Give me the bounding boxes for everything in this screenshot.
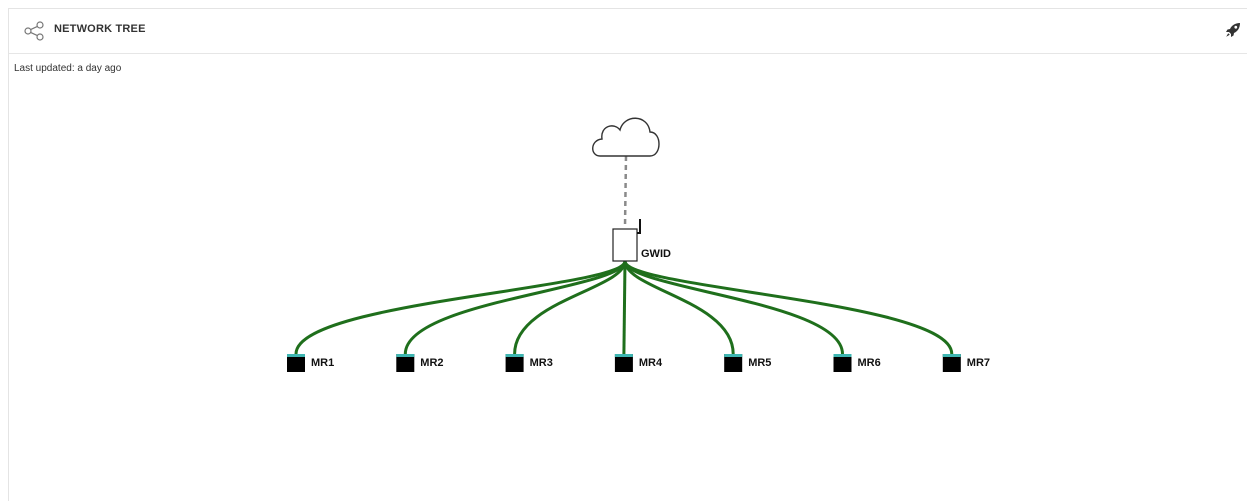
node-label: MR6: [858, 357, 881, 369]
status-accent: [942, 354, 961, 357]
status-accent: [833, 354, 852, 357]
access-point-icon: [396, 354, 415, 372]
node-label: MR5: [748, 357, 771, 369]
access-point-icon: [505, 354, 524, 372]
access-point-icon: [942, 354, 961, 372]
status-accent: [287, 354, 305, 357]
last-updated-text: Last updated: a day ago: [14, 63, 122, 74]
node-mr6[interactable]: MR6: [833, 354, 881, 372]
gateway-node[interactable]: GWID: [612, 219, 671, 262]
node-label: MR2: [420, 357, 443, 369]
node-mr7[interactable]: MR7: [942, 354, 990, 372]
status-accent: [614, 354, 633, 357]
node-label: MR1: [311, 357, 334, 369]
access-point-icon: [614, 354, 633, 372]
gateway-icon: [612, 228, 638, 262]
node-mr4[interactable]: MR4: [614, 354, 663, 372]
panel-title: NETWORK TREE: [54, 23, 146, 35]
node-mr2[interactable]: MR2: [396, 354, 444, 372]
node-label: MR4: [639, 357, 663, 369]
node-mr3[interactable]: MR3: [505, 354, 553, 372]
rocket-icon[interactable]: [1225, 22, 1241, 38]
access-point-icon: [287, 354, 305, 372]
node-label: MR3: [530, 357, 553, 369]
access-point-icon: [724, 354, 743, 372]
node-mr1[interactable]: MR1: [287, 354, 334, 372]
node-label: MR7: [967, 357, 990, 369]
status-accent: [724, 354, 743, 357]
access-point-icon: [833, 354, 852, 372]
node-mr5[interactable]: MR5: [724, 354, 771, 372]
panel-header: NETWORK TREE: [9, 9, 1247, 54]
status-accent: [505, 354, 524, 357]
status-accent: [396, 354, 415, 357]
share-nodes-icon: [24, 21, 44, 41]
gateway-label: GWID: [641, 248, 671, 260]
